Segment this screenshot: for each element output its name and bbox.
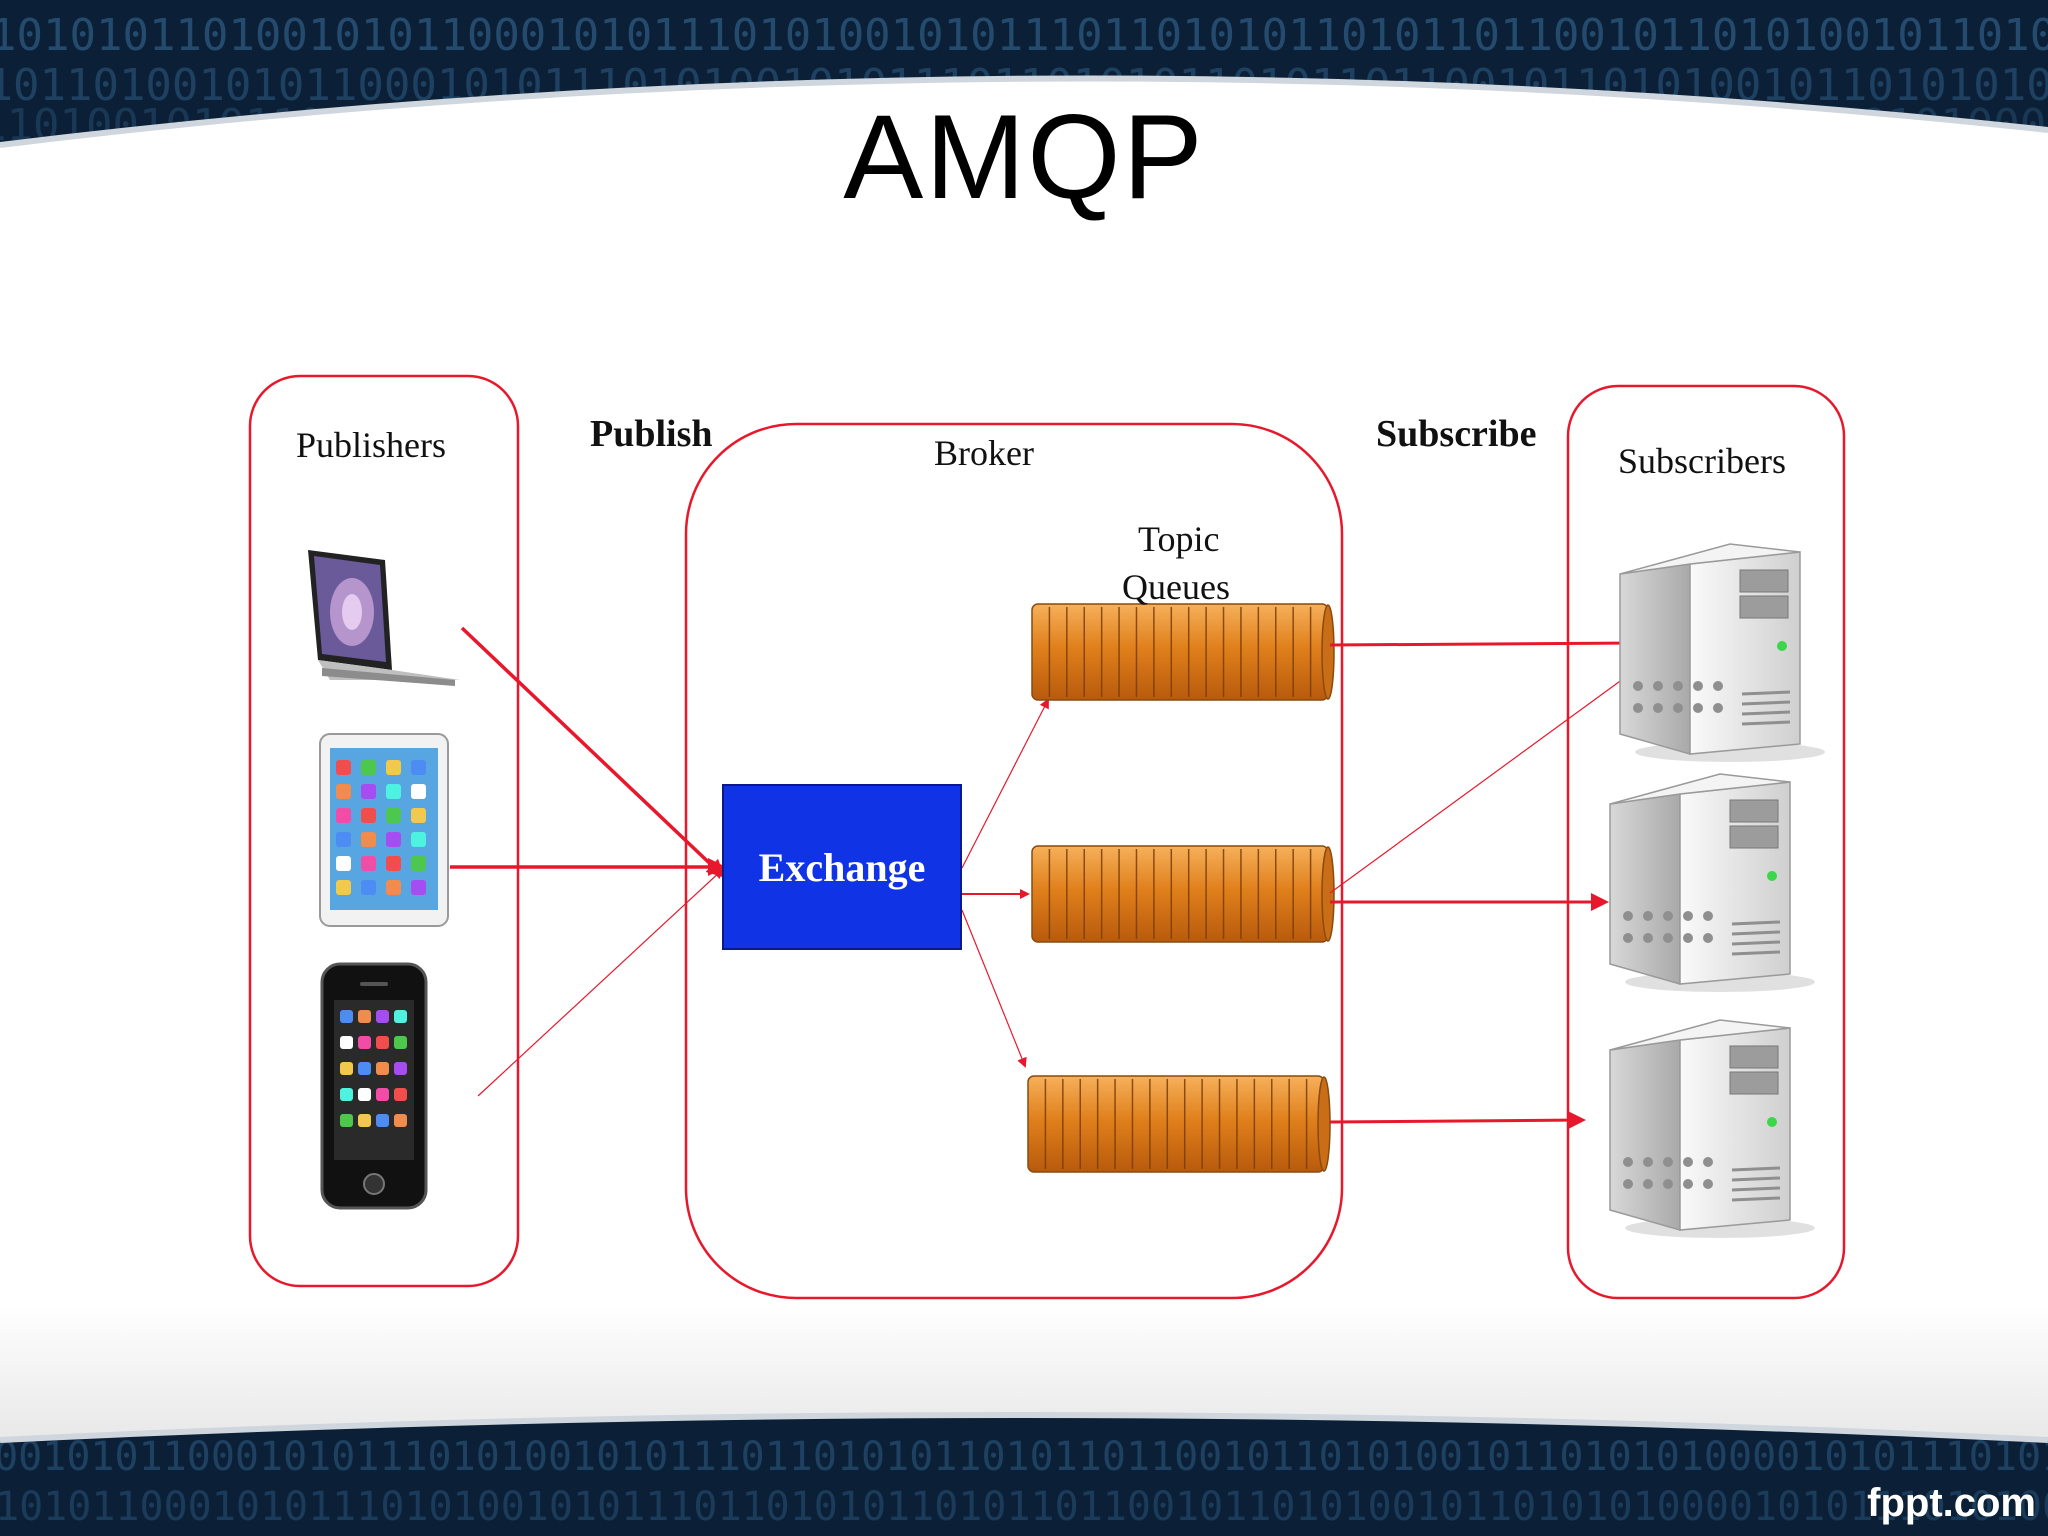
server-icon (1619, 543, 1825, 762)
arrow-laptop-to-exchange (460, 626, 725, 878)
arrow-queue-3-to-server-3 (1329, 1111, 1586, 1130)
broker-label: Broker (934, 433, 1034, 473)
topic-queue (1031, 845, 1335, 943)
smartphone-icon (320, 962, 428, 1210)
svg-text:100101011000101011101010010101: 1001010110001010111010100101011101101010… (0, 1434, 2048, 1480)
topic-queues-label-line1: Topic (1138, 519, 1220, 559)
exchange-label: Exchange (758, 844, 926, 890)
topic-queues-label-line2: Queues (1122, 567, 1230, 607)
arrow-exchange-to-queue-1 (961, 698, 1049, 869)
server-icon (1609, 773, 1815, 992)
footer-brand: fppt.com (1867, 1481, 2036, 1525)
topic-queue (1027, 1075, 1331, 1173)
slide-title: AMQP (843, 90, 1205, 224)
arrow-queue-1-to-server-1 (1329, 634, 1642, 653)
svg-text:101010110100101011000101011101: 1010101101001010110001010111010100101011… (0, 10, 2048, 61)
arrow-exchange-to-queue-3 (961, 909, 1027, 1068)
publishers-label: Publishers (296, 425, 447, 465)
subscribers-label: Subscribers (1618, 441, 1786, 481)
arrow-phone-to-exchange (477, 868, 724, 1097)
broker-frame (684, 422, 1344, 1300)
subscribers-frame (1566, 384, 1846, 1300)
exchange-box: Exchange (722, 784, 962, 950)
bottom-binary-background: 1001010110001010111010100101011101101010… (0, 1420, 2048, 1536)
subscribe-label: Subscribe (1376, 413, 1537, 455)
tablet-icon (319, 733, 449, 927)
publish-label: Publish (590, 413, 713, 455)
svg-text:101011000101011101010010101110: 1010110001010111010100101011101101010110… (0, 1484, 2048, 1530)
topic-queue (1031, 603, 1335, 701)
arrow-queue-2-to-server-1 (1329, 666, 1640, 894)
server-icon (1609, 1019, 1815, 1238)
laptop-icon (308, 550, 460, 686)
publishers-frame (248, 374, 520, 1288)
